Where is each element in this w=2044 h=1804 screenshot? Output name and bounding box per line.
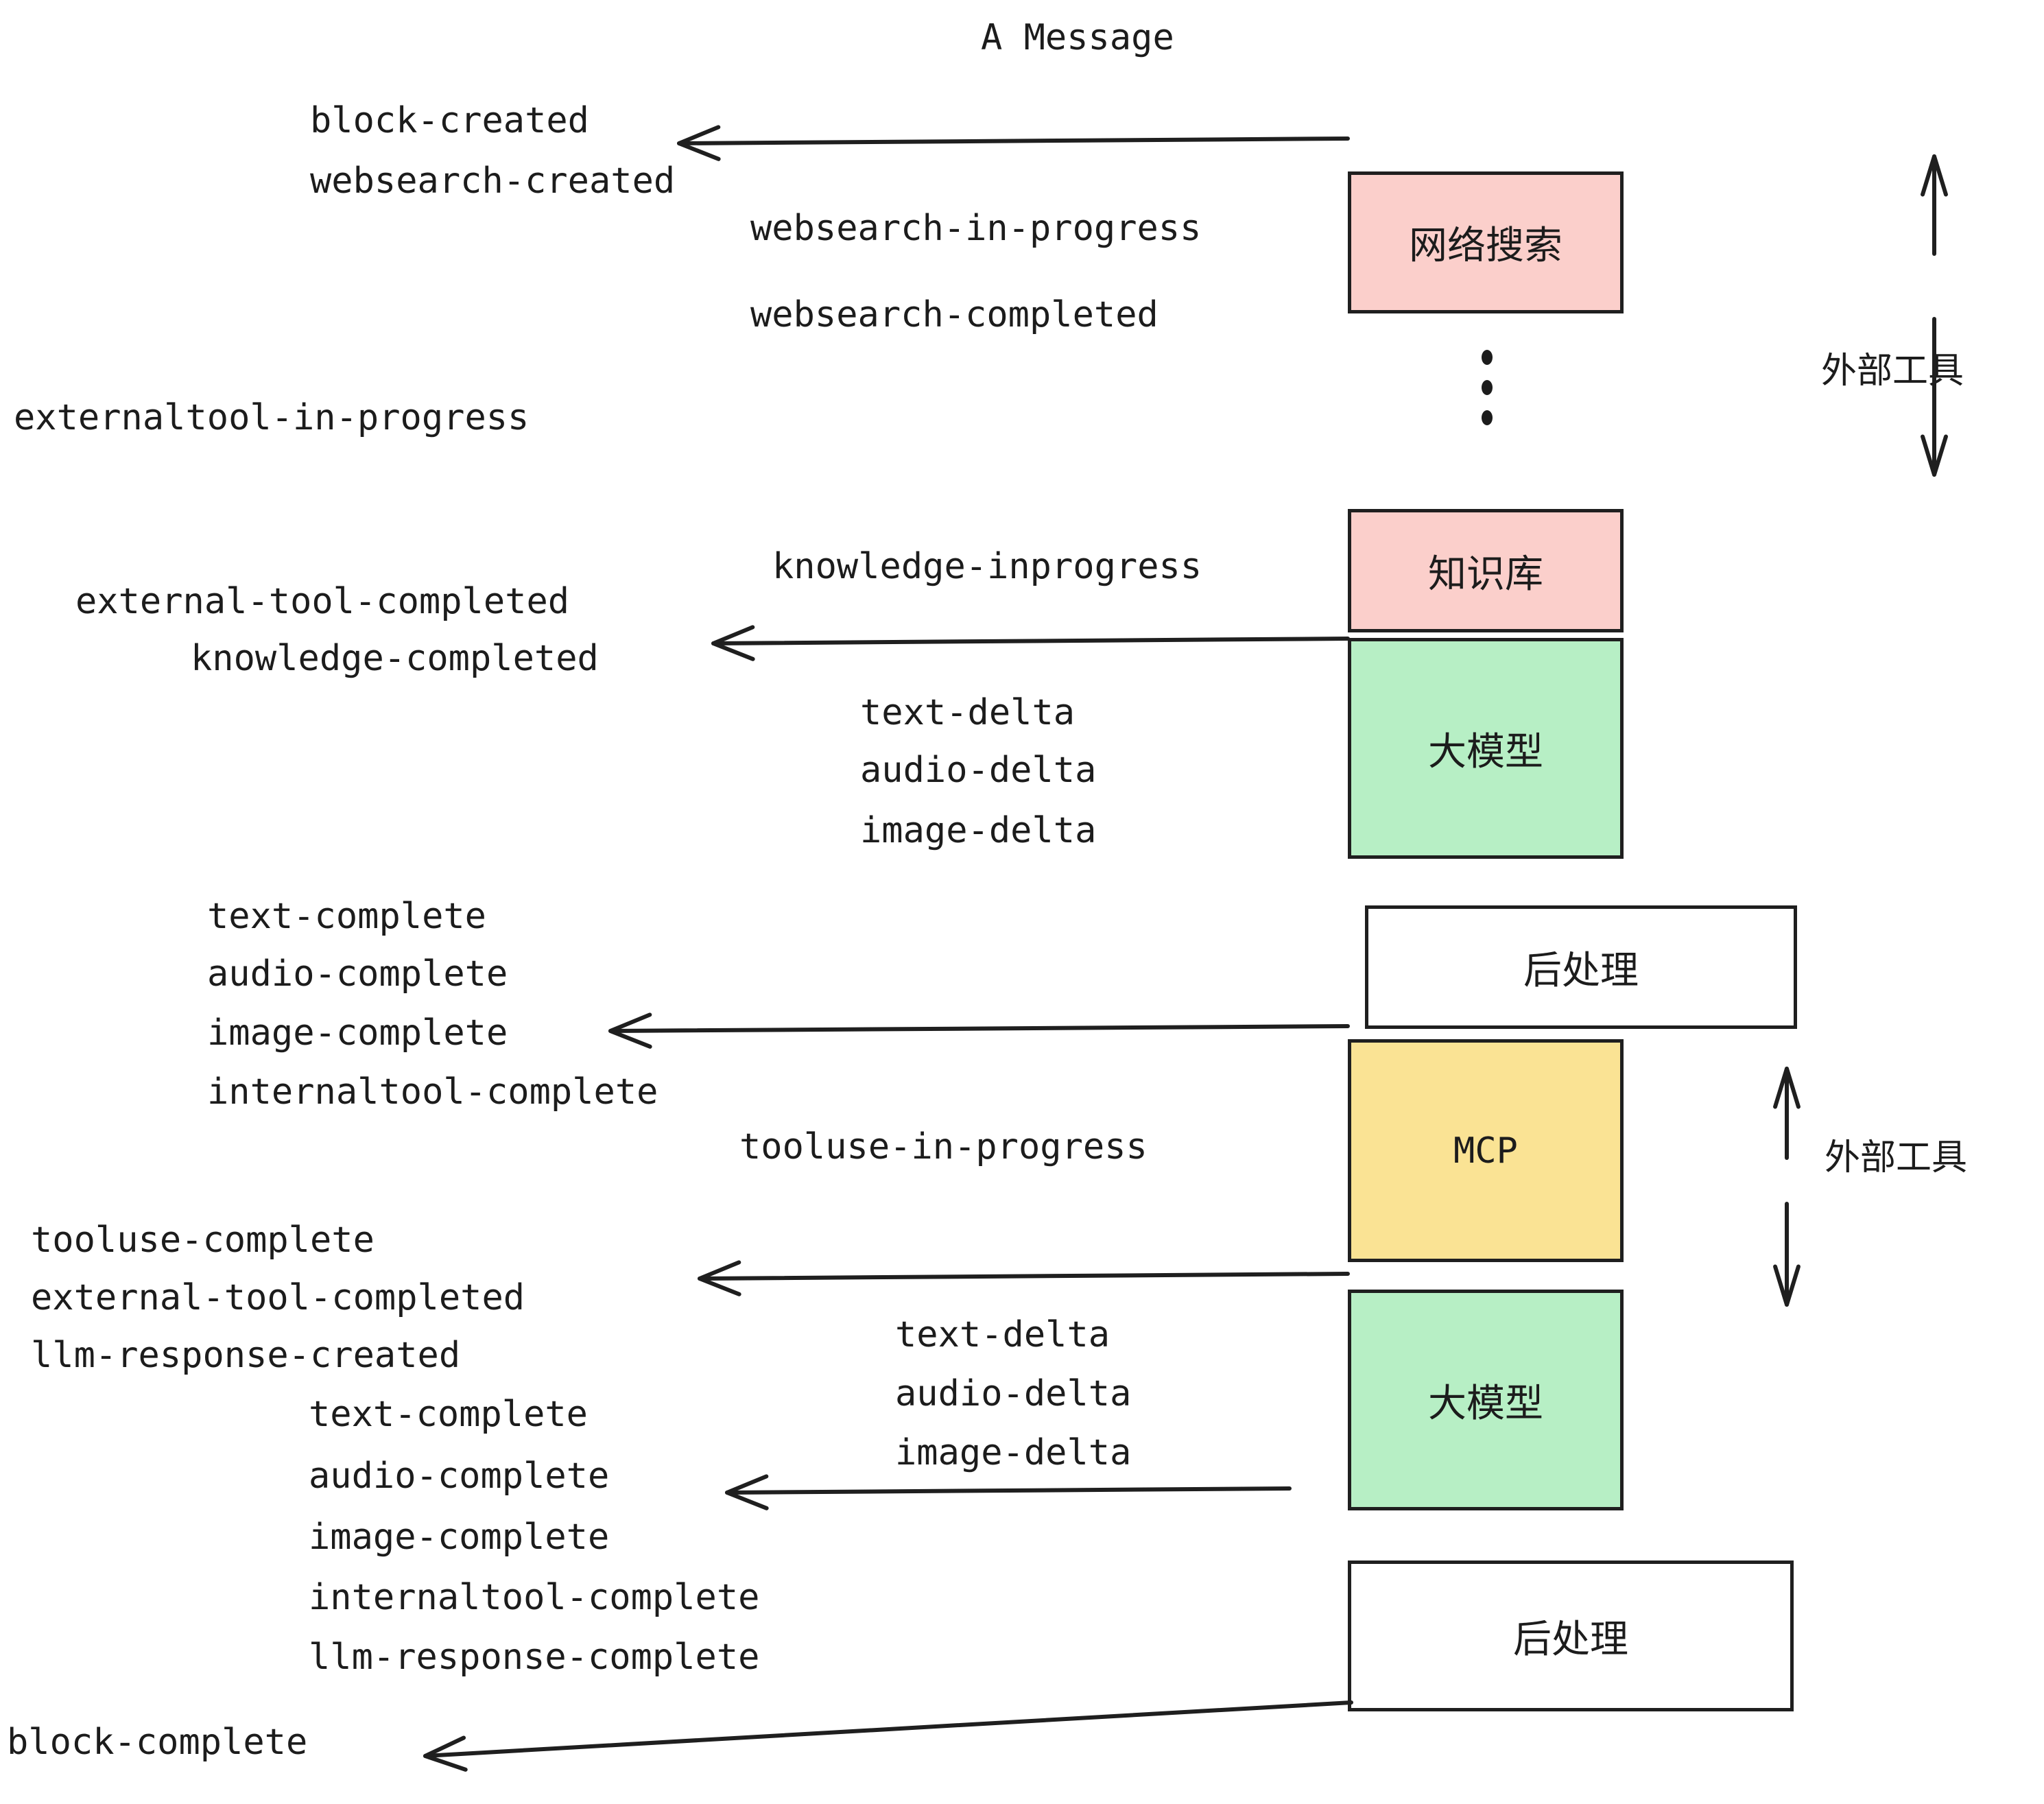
box-label: 后处理 <box>1513 1617 1628 1662</box>
event-label-image-delta-1: image-delta <box>860 810 1097 851</box>
event-label-audio-delta-1: audio-delta <box>860 750 1097 791</box>
box-label: MCP <box>1453 1130 1518 1172</box>
event-label-tooluse-complete: tooluse-complete <box>31 1220 375 1261</box>
box-label: 大模型 <box>1428 729 1543 774</box>
arrow-llm2-to-events-head <box>725 1474 769 1510</box>
box-mcp: MCP <box>1348 1039 1624 1262</box>
event-label-text-delta-1: text-delta <box>860 692 1076 733</box>
arrow-websearch-to-events-head <box>677 125 721 161</box>
box-label: 大模型 <box>1428 1381 1543 1426</box>
arrow-mcp-to-events-line <box>698 1272 1350 1281</box>
event-label-websearch-created: websearch-created <box>310 161 676 202</box>
box-knowledge: 知识库 <box>1348 509 1624 632</box>
page-title: A Message <box>981 17 1174 58</box>
arrow-mcp-to-events-head <box>698 1260 741 1296</box>
side-label-external-tools-top: 外部工具 <box>1821 351 1964 392</box>
ellipsis-dot <box>1482 380 1493 395</box>
arrow-postprocess2-to-block-complete-head <box>423 1735 468 1772</box>
event-label-external-tool-completed-2: external-tool-completed <box>31 1277 525 1318</box>
event-label-llm-response-created: llm-response-created <box>31 1335 461 1376</box>
box-label: 知识库 <box>1428 551 1543 597</box>
event-label-block-complete: block-complete <box>7 1722 308 1763</box>
event-label-knowledge-completed: knowledge-completed <box>191 638 599 679</box>
event-label-internaltool-complete-1: internaltool-complete <box>207 1071 658 1113</box>
event-label-audio-complete-2: audio-complete <box>309 1456 610 1497</box>
event-label-text-complete-2: text-complete <box>309 1394 588 1435</box>
ellipsis-dot <box>1482 410 1493 425</box>
event-label-llm-response-complete: llm-response-complete <box>309 1637 760 1678</box>
box-postprocess-2: 后处理 <box>1348 1560 1794 1711</box>
event-label-websearch-in-progress: websearch-in-progress <box>750 208 1202 249</box>
event-label-text-complete-1: text-complete <box>207 896 486 937</box>
external-tools-top-down-head <box>1921 434 1948 477</box>
event-label-block-created: block-created <box>310 100 589 141</box>
event-label-knowledge-inprogress: knowledge-inprogress <box>772 546 1202 587</box>
event-label-audio-complete-1: audio-complete <box>207 953 508 995</box>
box-llm-1: 大模型 <box>1348 638 1624 859</box>
event-label-tooluse-in-progress: tooluse-in-progress <box>739 1126 1148 1167</box>
event-label-internaltool-complete-2: internaltool-complete <box>309 1577 760 1618</box>
arrow-knowledge-to-events-line <box>711 637 1350 645</box>
event-label-image-complete-2: image-complete <box>309 1517 610 1558</box>
arrow-websearch-to-events-line <box>677 137 1350 145</box>
side-label-external-tools-bottom: 外部工具 <box>1825 1137 1968 1178</box>
event-label-text-delta-2: text-delta <box>895 1314 1110 1355</box>
external-tools-bottom-down-head <box>1773 1264 1801 1307</box>
event-label-image-complete-1: image-complete <box>207 1012 508 1054</box>
arrow-knowledge-to-events-head <box>711 625 755 661</box>
event-label-image-delta-2: image-delta <box>895 1432 1132 1473</box>
arrow-postprocess1-to-events-head <box>608 1012 652 1049</box>
external-tools-bottom-up-head <box>1773 1067 1801 1109</box>
box-llm-2: 大模型 <box>1348 1290 1624 1510</box>
box-websearch: 网络搜索 <box>1348 171 1624 313</box>
arrow-postprocess2-to-block-complete-line <box>423 1700 1353 1758</box>
event-label-websearch-completed: websearch-completed <box>750 294 1158 335</box>
box-postprocess-1: 后处理 <box>1365 905 1797 1029</box>
box-label: 网络搜索 <box>1409 224 1562 268</box>
ellipsis-dot <box>1482 350 1493 365</box>
event-label-audio-delta-2: audio-delta <box>895 1373 1132 1414</box>
event-label-externaltool-in-progress: externaltool-in-progress <box>14 397 530 438</box>
box-label: 后处理 <box>1523 948 1639 993</box>
arrow-postprocess1-to-events-line <box>608 1024 1350 1033</box>
arrow-llm2-to-events-line <box>725 1486 1292 1495</box>
vertical-ellipsis-icon <box>1482 350 1493 425</box>
external-tools-top-up-head <box>1921 154 1948 197</box>
event-label-external-tool-completed-1: external-tool-completed <box>75 581 570 622</box>
